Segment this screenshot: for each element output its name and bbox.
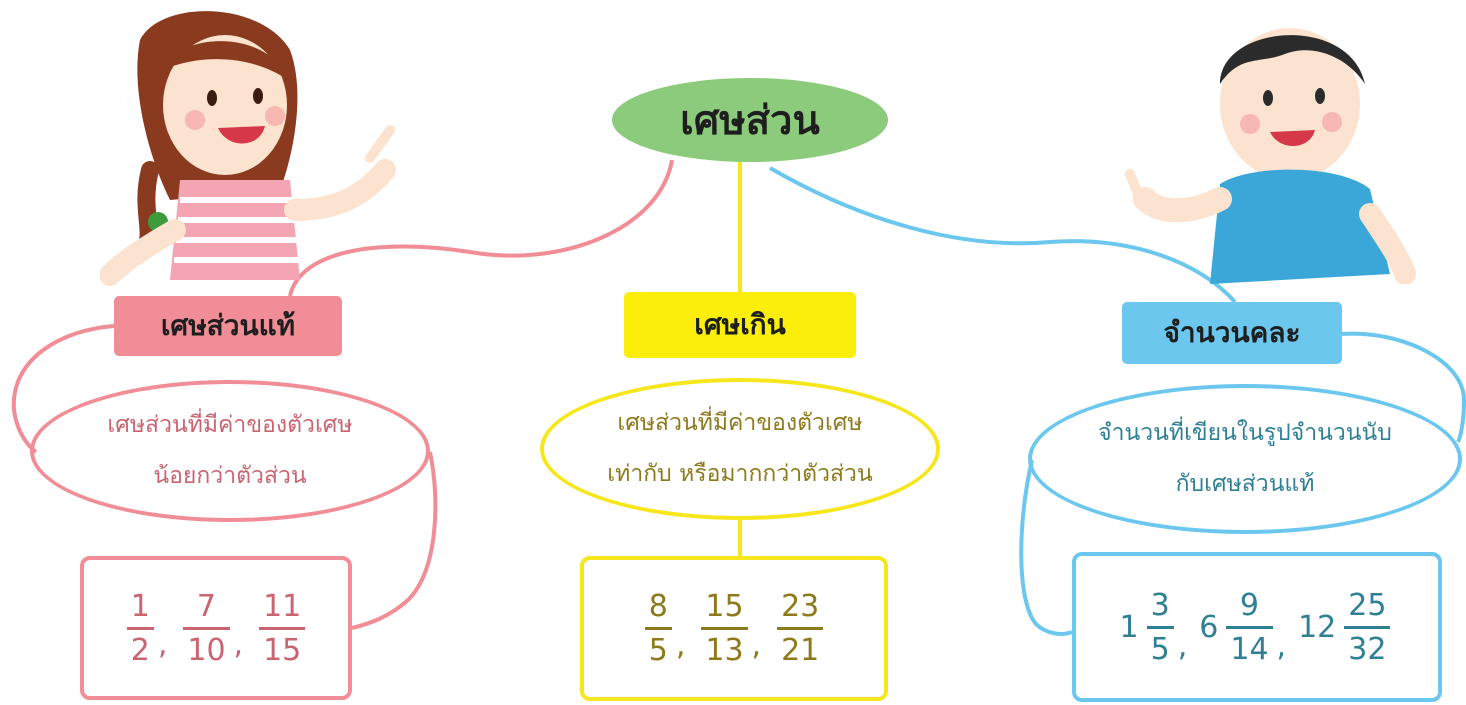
- separator: ,: [233, 627, 244, 662]
- separator: ,: [1276, 629, 1287, 664]
- proper-fraction-examples: 1 2 , 7 10 , 11 15: [80, 556, 352, 700]
- girl-illustration: [100, 11, 396, 286]
- fraction: 3 5: [1146, 587, 1174, 667]
- numerator: 23: [781, 589, 820, 624]
- denominator: 2: [126, 626, 154, 668]
- whole-part: 6: [1199, 609, 1219, 645]
- denominator: 5: [644, 627, 672, 668]
- root-topic-label: เศษส่วน: [680, 98, 820, 144]
- pink-loop-left: [11, 324, 115, 454]
- proper-fraction-definition: เศษส่วนที่มีค่าของตัวเศษ น้อยกว่าตัวส่วน: [30, 380, 430, 522]
- denominator: 13: [701, 627, 748, 668]
- numerator: 15: [705, 589, 744, 624]
- pink-loop-right: [351, 451, 438, 630]
- fraction: 11 15: [259, 588, 306, 668]
- fraction: 23 21: [777, 589, 824, 668]
- proper-fraction-title: เศษส่วนแท้: [160, 309, 296, 342]
- denominator: 21: [777, 627, 824, 668]
- numerator: 1: [130, 588, 150, 624]
- denominator: 14: [1226, 625, 1273, 667]
- fraction: 8 5: [644, 589, 672, 668]
- fraction: 15 13: [701, 589, 748, 668]
- definition-line: กับเศษส่วนแท้: [1175, 471, 1315, 497]
- whole-part: 12: [1298, 609, 1337, 645]
- improper-fraction-title: เศษเกิน: [694, 308, 786, 341]
- mixed-number-label: จำนวนคละ: [1122, 302, 1342, 364]
- definition-line: น้อยกว่าตัวส่วน: [153, 463, 307, 489]
- improper-fraction-definition: เศษส่วนที่มีค่าของตัวเศษ เท่ากับ หรือมาก…: [540, 378, 940, 520]
- separator: ,: [675, 628, 686, 663]
- fraction: 9 14: [1226, 587, 1273, 667]
- blue-loop-left: [1019, 459, 1073, 636]
- fraction: 1 2: [126, 588, 154, 668]
- definition-line: จำนวนที่เขียนในรูปจำนวนนับ: [1098, 420, 1392, 446]
- proper-fraction-label: เศษส่วนแท้: [114, 296, 342, 356]
- improper-fraction-label: เศษเกิน: [624, 292, 856, 358]
- improper-fraction-examples: 8 5 , 15 13 , 23 21: [580, 556, 888, 701]
- boy-illustration: [1125, 28, 1416, 284]
- root-topic: เศษส่วน: [612, 78, 888, 162]
- separator: ,: [751, 628, 762, 663]
- whole-part: 1: [1119, 609, 1139, 645]
- definition-line: เศษส่วนที่มีค่าของตัวเศษ: [617, 410, 863, 436]
- blue-loop-right: [1341, 331, 1466, 443]
- fraction: 25 32: [1344, 587, 1391, 667]
- denominator: 5: [1146, 625, 1174, 667]
- numerator: 11: [263, 588, 302, 624]
- separator: ,: [157, 627, 168, 662]
- definition-line: เท่ากับ หรือมากกว่าตัวส่วน: [607, 461, 873, 487]
- numerator: 25: [1348, 587, 1387, 623]
- mixed-number-title: จำนวนคละ: [1163, 316, 1301, 349]
- separator: ,: [1177, 629, 1188, 664]
- pink-connector: [288, 159, 674, 297]
- denominator: 15: [259, 626, 306, 668]
- denominator: 10: [183, 626, 230, 668]
- denominator: 32: [1344, 625, 1391, 667]
- numerator: 3: [1150, 587, 1170, 623]
- numerator: 8: [648, 589, 668, 624]
- numerator: 9: [1239, 587, 1259, 623]
- blue-connector: [768, 166, 1237, 304]
- definition-line: เศษส่วนที่มีค่าของตัวเศษ: [107, 412, 353, 438]
- numerator: 7: [196, 588, 216, 624]
- mixed-number-examples: 1 3 5 , 6 9 14 , 12 25 32: [1072, 552, 1442, 702]
- mixed-number-definition: จำนวนที่เขียนในรูปจำนวนนับ กับเศษส่วนแท้: [1028, 384, 1462, 534]
- fraction: 7 10: [183, 588, 230, 668]
